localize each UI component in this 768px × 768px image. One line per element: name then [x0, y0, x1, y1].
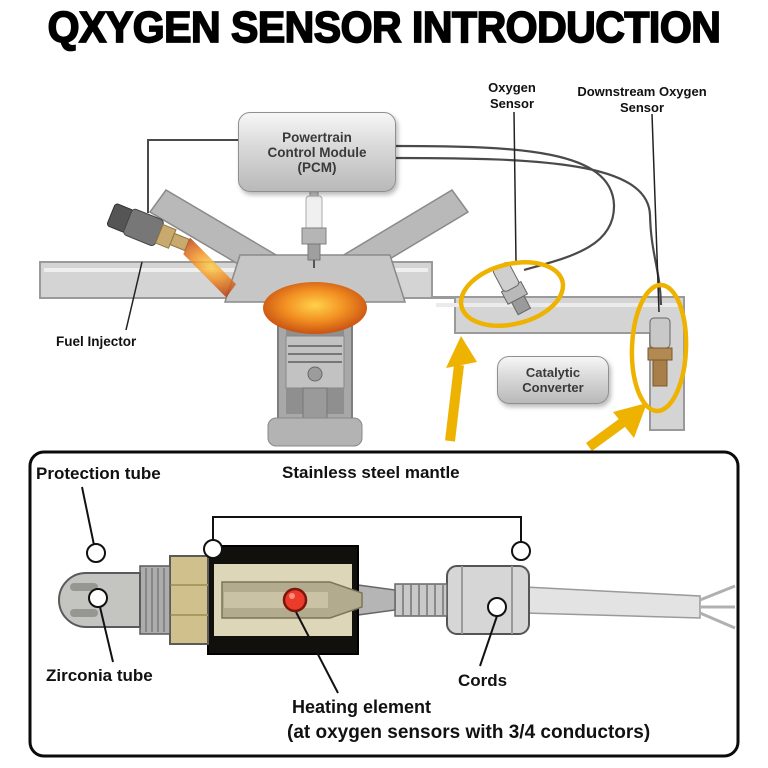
highlight-ellipse-downstream — [629, 282, 689, 414]
hex-nut-graphic — [169, 555, 209, 645]
spark-plug — [301, 185, 327, 268]
mantle-left-marker — [203, 539, 223, 559]
engine-block — [263, 282, 367, 447]
protection-tube-marker — [86, 543, 106, 563]
transition-cone — [357, 584, 396, 616]
heating-element-label: Heating element — [292, 697, 432, 717]
conductors-note: (at oxygen sensors with 3/4 conductors) — [287, 722, 651, 743]
mantle-right-marker — [511, 541, 531, 561]
page-title: QXYGEN SENSOR INTRODUCTION — [47, 2, 722, 52]
stainless-steel-mantle-label: Stainless steel mantle — [282, 463, 460, 482]
fuel-injector-label: Fuel Injector — [56, 334, 137, 349]
zirconia-marker — [88, 588, 108, 608]
cords-label: Cords — [458, 671, 508, 690]
upstream-sensor-graphic — [492, 262, 532, 316]
oxygen-sensor-label: Oxygen Sensor — [488, 80, 536, 111]
zirconia-tube-label: Zirconia tube — [46, 666, 153, 685]
leader-markers — [86, 539, 531, 617]
coupling-graphic — [446, 565, 530, 635]
leader-lines — [81, 486, 522, 694]
downstream-sensor-graphic — [647, 317, 673, 387]
downstream-sensor-leader-line — [651, 113, 660, 313]
cords-marker — [487, 597, 507, 617]
catalytic-converter-label: Catalytic Converter — [522, 365, 584, 395]
pcm-label: Powertrain Control Module (PCM) — [267, 129, 367, 175]
arrow-to-upstream-sensor — [445, 336, 477, 442]
pcm-wires — [147, 139, 663, 306]
pcm-box: Powertrain Control Module (PCM) — [238, 112, 396, 192]
downstream-oxygen-sensor-label: Downstream Oxygen Sensor — [577, 84, 707, 115]
fuel-injector-graphic — [106, 203, 236, 298]
fuel-spray — [183, 237, 236, 298]
arrow-to-downstream-sensor — [586, 403, 647, 452]
cable-graphic — [524, 584, 736, 630]
highlight-ellipse-upstream — [458, 260, 566, 328]
fuel-injector-leader-line — [125, 261, 143, 331]
protection-tube-label: Protection tube — [36, 464, 161, 483]
thread-graphic — [139, 565, 171, 635]
intake-manifold — [148, 189, 470, 303]
combustion-glow — [263, 282, 367, 334]
mantle-graphic — [207, 545, 363, 655]
oxygen-sensor-leader-line — [513, 111, 517, 263]
catalytic-converter-box: Catalytic Converter — [497, 356, 609, 404]
heating-element-dot — [282, 587, 308, 613]
spring-graphic — [394, 583, 448, 617]
